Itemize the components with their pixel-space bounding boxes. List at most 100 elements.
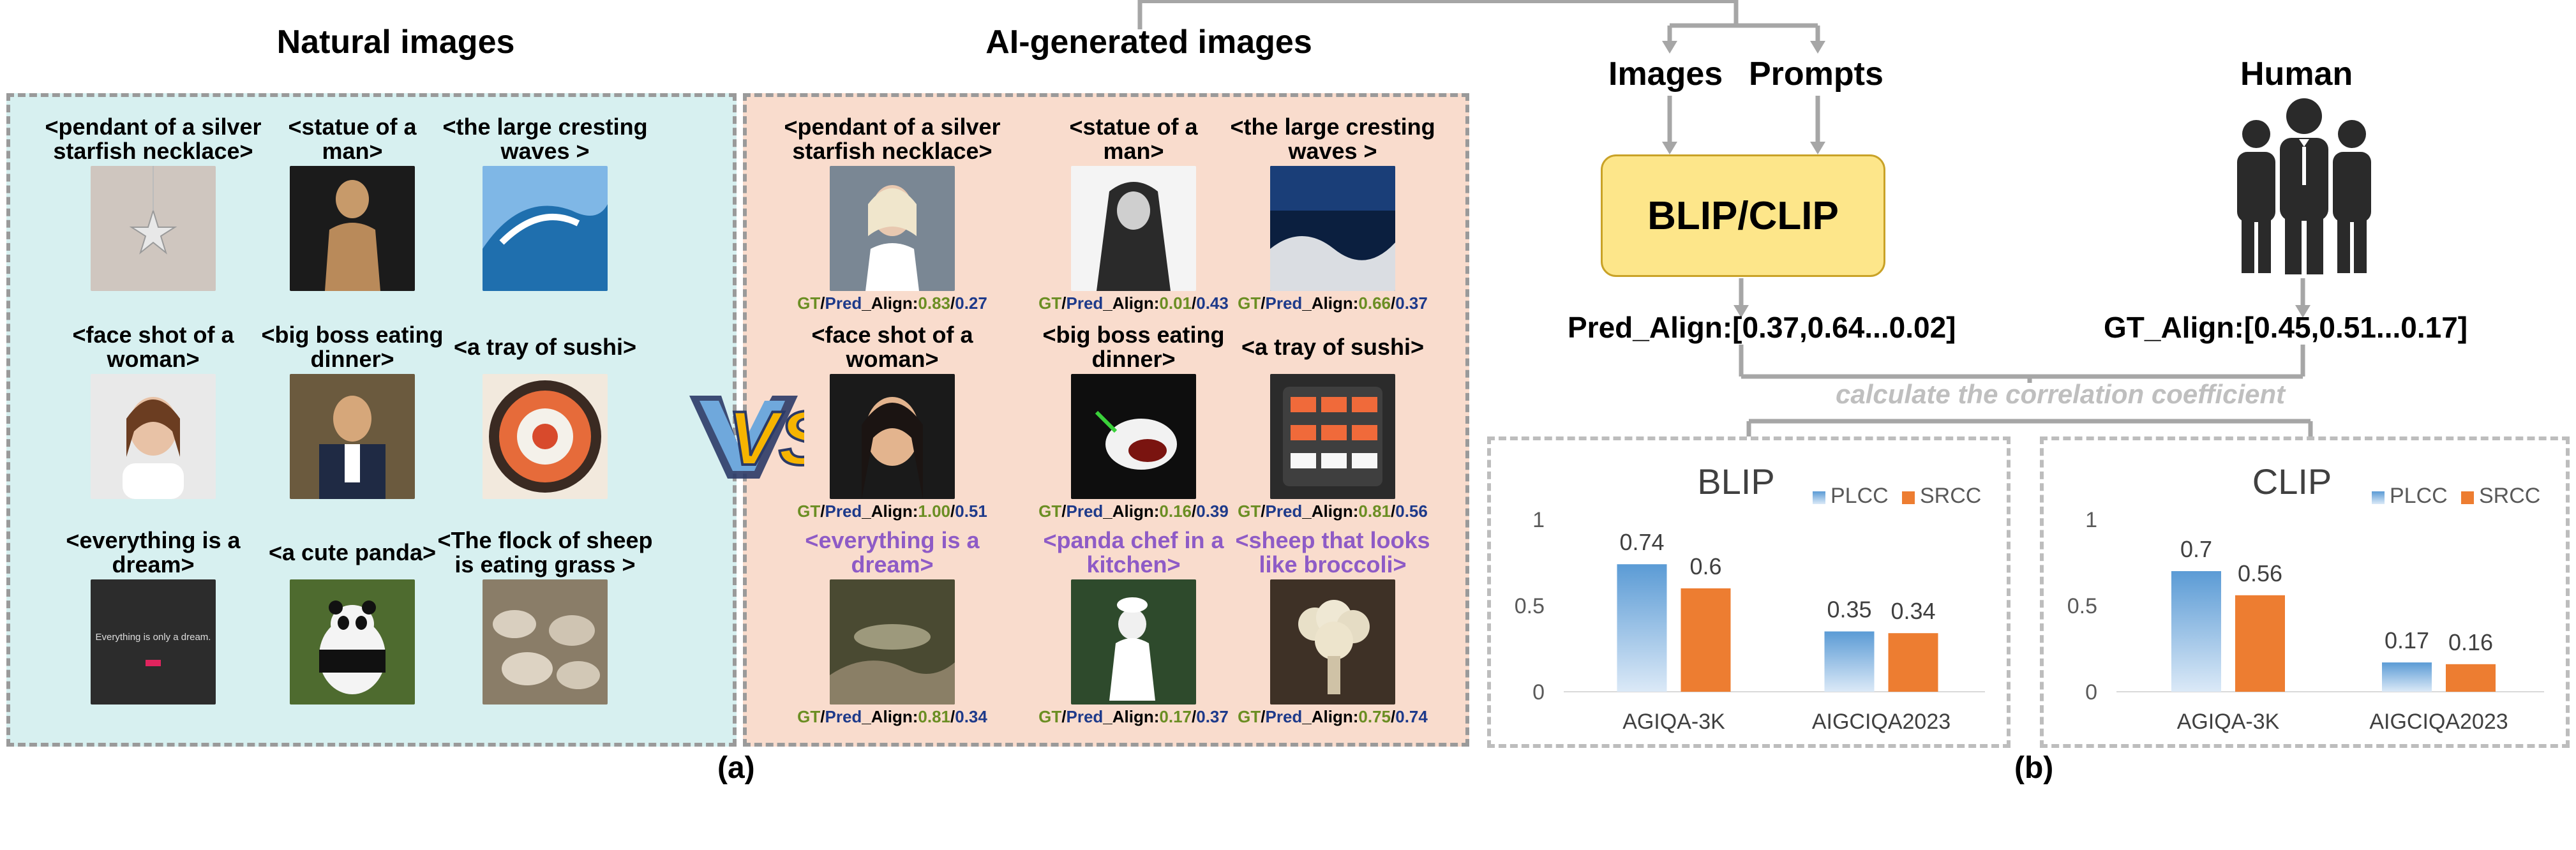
- gt-label: GT: [797, 294, 821, 313]
- correlation-caption: calculate the correlation coefficient: [1836, 379, 2286, 409]
- prompt-caption: <big boss eating dinner>: [261, 322, 444, 372]
- legend-label-srcc: SRCC: [2479, 484, 2540, 508]
- chart-title: BLIP: [1697, 461, 1774, 502]
- prompt-caption: <face shot of a woman>: [811, 322, 973, 372]
- alignment-scores: GT/Pred_Align:0.81/0.34: [777, 707, 1007, 727]
- woman-face-photo: [91, 374, 216, 499]
- y-tick-label: 0: [2085, 680, 2097, 705]
- slash: /: [1061, 502, 1067, 521]
- ai-image-card: <everything is a dream> GT/Pred_Align:0.8…: [777, 527, 1007, 727]
- legend-label-plcc: PLCC: [2390, 484, 2448, 508]
- slash: /: [1391, 294, 1396, 313]
- slash: /: [1192, 502, 1197, 521]
- slash: /: [1261, 502, 1266, 521]
- gt-align-value: 1.00: [918, 502, 951, 521]
- gt-label: GT: [797, 707, 821, 726]
- slash: /: [820, 294, 825, 313]
- slash: /: [1391, 707, 1396, 726]
- gt-align-value: 0.17: [1159, 707, 1192, 726]
- generated-image: [830, 374, 955, 499]
- gt-align-value: 0.01: [1159, 294, 1192, 313]
- bar-srcc: [1681, 588, 1731, 692]
- bar-value-label: 0.56: [2238, 560, 2282, 586]
- human-label: Human: [2240, 56, 2353, 93]
- pred-label: Pred: [1265, 294, 1303, 313]
- align-suffix: _Align:: [1103, 294, 1160, 313]
- prompt-caption: <statue of a man>: [288, 114, 417, 164]
- ai-image-card: <panda chef in a kitchen>GT/Pred_Align:0…: [1019, 527, 1248, 727]
- prompt-caption: <a tray of sushi>: [453, 334, 637, 360]
- sushi-tray-photo: [483, 374, 608, 499]
- human-group-icon: [2228, 96, 2381, 274]
- prompt-caption: <everything is a dream>: [805, 527, 980, 578]
- bar-plcc: [1617, 564, 1667, 692]
- slash: /: [1192, 707, 1197, 726]
- generated-image: [1071, 374, 1196, 499]
- slash: /: [820, 502, 825, 521]
- pred-label: Pred: [1265, 502, 1303, 521]
- gt-label: GT: [1238, 502, 1261, 521]
- ai-image-card: <face shot of a woman>GT/Pred_Align:1.00…: [777, 322, 1007, 521]
- y-tick-label: 0.5: [2067, 594, 2097, 618]
- prompt-caption: <panda chef in a kitchen>: [1043, 527, 1224, 578]
- align-suffix: _Align:: [1302, 294, 1359, 313]
- gt-label: GT: [1238, 294, 1261, 313]
- bar-value-label: 0.34: [1891, 598, 1935, 624]
- ai-image-card: <big boss eating dinner>GT/Pred_Align:0.…: [1019, 322, 1248, 521]
- y-tick-label: 1: [2085, 508, 2097, 532]
- alignment-scores: GT/Pred_Align:1.00/0.51: [777, 502, 1007, 521]
- alignment-scores: GT/Pred_Align:0.01/0.43: [1019, 294, 1248, 313]
- y-tick-label: 0: [1532, 680, 1545, 705]
- alignment-scores: GT/Pred_Align:0.66/0.37: [1218, 294, 1448, 313]
- generated-image: [830, 166, 955, 291]
- images-label: Images: [1608, 56, 1723, 93]
- prompt-caption: <a tray of sushi>: [1241, 334, 1425, 360]
- legend-swatch-plcc: [1813, 491, 1825, 504]
- legend-label-srcc: SRCC: [1920, 484, 1981, 508]
- generated-image: [1270, 166, 1395, 291]
- sheep-flock-photo: [483, 579, 608, 705]
- slash: /: [820, 707, 825, 726]
- gt-label: GT: [797, 502, 821, 521]
- gt-align-value: 0.81: [918, 707, 951, 726]
- blip-clip-model-box: BLIP/CLIP: [1601, 154, 1885, 277]
- slash: /: [1391, 502, 1396, 521]
- bar-plcc: [2171, 571, 2221, 692]
- dream-screen-photo: Everything is only a dream.: [91, 579, 216, 705]
- pred-label: Pred: [825, 707, 862, 726]
- pred-label: Pred: [1066, 707, 1104, 726]
- bar-srcc: [2446, 664, 2496, 692]
- prompt-caption: <face shot of a woman>: [72, 322, 234, 372]
- slash: /: [1261, 707, 1266, 726]
- clip-chart-frame: [2040, 436, 2570, 748]
- gt-align-value: 0.83: [918, 294, 951, 313]
- man-eating-photo: [290, 374, 415, 499]
- alignment-scores: GT/Pred_Align:0.16/0.39: [1019, 502, 1248, 521]
- prompt-caption: <the large cresting waves >: [1230, 114, 1435, 164]
- prompt-caption: <The flock of sheep is eating grass >: [437, 527, 653, 578]
- image-overlay-text: Everything is only a dream.: [95, 632, 211, 643]
- gt-label: GT: [1038, 707, 1062, 726]
- natural-image-card: <a cute panda>: [237, 527, 467, 705]
- pred-align-vector: Pred_Align:[0.37,0.64...0.02]: [1568, 311, 1956, 344]
- gt-label: GT: [1038, 502, 1062, 521]
- ai-images-title: AI-generated images: [985, 24, 1312, 61]
- ai-image-card: <pendant of a silver starfish necklace>G…: [777, 114, 1007, 313]
- natural-image-card: <big boss eating dinner>: [237, 322, 467, 499]
- align-suffix: _Align:: [1103, 502, 1160, 521]
- natural-image-card: <The flock of sheep is eating grass >: [430, 527, 660, 705]
- bar-value-label: 0.6: [1689, 553, 1721, 579]
- pred-label: Pred: [825, 502, 862, 521]
- align-suffix: _Align:: [862, 707, 918, 726]
- ai-image-card: <the large cresting waves > GT / Pred_Align…: [1218, 114, 1448, 313]
- wave-photo: [483, 166, 608, 291]
- statue-photo: [290, 166, 415, 291]
- y-tick-label: 1: [1532, 508, 1545, 532]
- blip-chart-frame: [1487, 436, 2011, 748]
- generated-image: [1071, 579, 1196, 705]
- pred-align-value: 0.51: [955, 502, 987, 521]
- slash: /: [1192, 294, 1197, 313]
- align-suffix: _Align:: [1302, 502, 1359, 521]
